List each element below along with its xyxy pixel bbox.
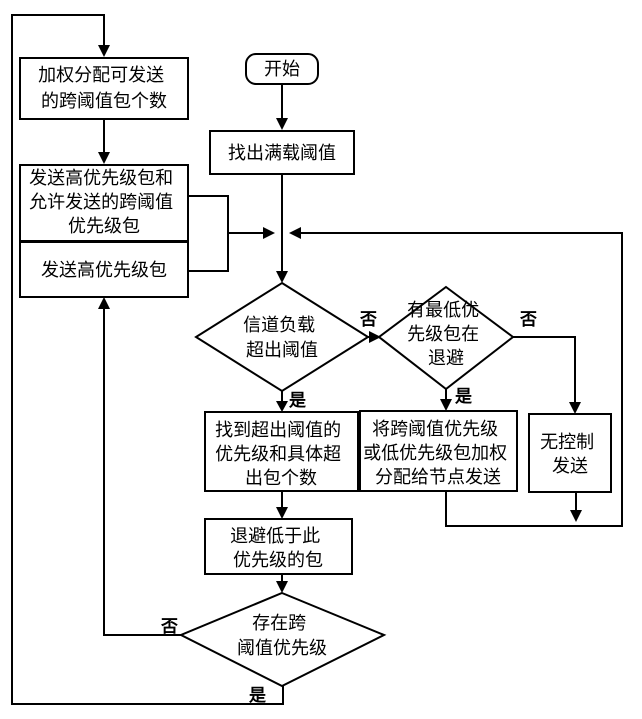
label-allocate-nodes: 将跨阈值优先级 或低优先级包加权 分配给节点发送 (363, 419, 513, 488)
label-start: 开始 (264, 59, 300, 80)
decision-channel-over (194, 281, 370, 393)
connector-right-return-to-merge (294, 232, 623, 527)
box-no-control (528, 413, 612, 493)
label-no-control: 无控制 发送 (540, 432, 600, 477)
box-send-high-and-allowed (19, 164, 189, 242)
box-send-high (19, 241, 189, 298)
box-allocate-nodes (359, 410, 518, 492)
arrowhead (569, 402, 581, 414)
connector-send-high-and-allowed-to-merge (188, 195, 270, 234)
box-start (245, 53, 319, 85)
arrowhead (276, 401, 288, 412)
label-send-high: 发送高优先级包 (41, 260, 167, 281)
arrowhead (276, 271, 288, 283)
box-backoff-lower (204, 518, 353, 575)
arrowhead (440, 399, 452, 411)
arrowhead (98, 45, 110, 57)
edge-label-lowest-no: 否 (519, 310, 537, 330)
label-find-over: 找到超出阈值的 优先级和具体超 出包个数 (215, 420, 347, 489)
decision-lowest-backoff (377, 285, 515, 391)
arrowhead (263, 227, 275, 239)
arrowhead (276, 507, 288, 519)
edge-label-lowest-yes: 是 (455, 387, 472, 407)
loop-connector-yes (11, 14, 284, 705)
connector-allocate-nodes-return (445, 491, 576, 527)
edge-label-channel-no: 否 (359, 310, 377, 330)
connector-lowest-no (513, 336, 576, 408)
arrowhead (276, 118, 288, 130)
label-backoff-lower: 退避低于此 优先级的包 (230, 526, 326, 571)
label-allocate-count: 加权分配可发送 的跨阈值包个数 (38, 65, 170, 112)
label-channel-over: 信道负载 超出阈值 (243, 315, 321, 361)
box-find-over (204, 411, 359, 492)
edge-label-channel-yes: 是 (289, 391, 306, 411)
connectors (11, 14, 623, 705)
label-lowest-backoff: 有最低优 先级包在 退避 (407, 300, 485, 369)
arrowhead (98, 152, 110, 164)
decision-cross-exists (178, 591, 387, 688)
label-send-high-and-allowed: 发送高优先级包和 允许发送的跨阈值 优先级包 (29, 168, 179, 237)
edge-label-cross-yes: 是 (249, 686, 266, 706)
label-find-threshold: 找出满载阈值 (228, 143, 336, 164)
arrowhead (369, 331, 381, 343)
arrowhead (570, 510, 582, 522)
box-allocate-count (19, 57, 189, 120)
arrowhead (98, 297, 110, 309)
connector-cross-no (103, 302, 181, 636)
box-find-threshold (209, 130, 355, 175)
connector-send-high-to-merge (188, 233, 229, 272)
arrowhead (289, 227, 301, 239)
edge-label-cross-no: 否 (160, 617, 178, 637)
arrowhead (276, 581, 288, 593)
label-cross-exists: 存在跨 阈值优先级 (237, 613, 327, 659)
